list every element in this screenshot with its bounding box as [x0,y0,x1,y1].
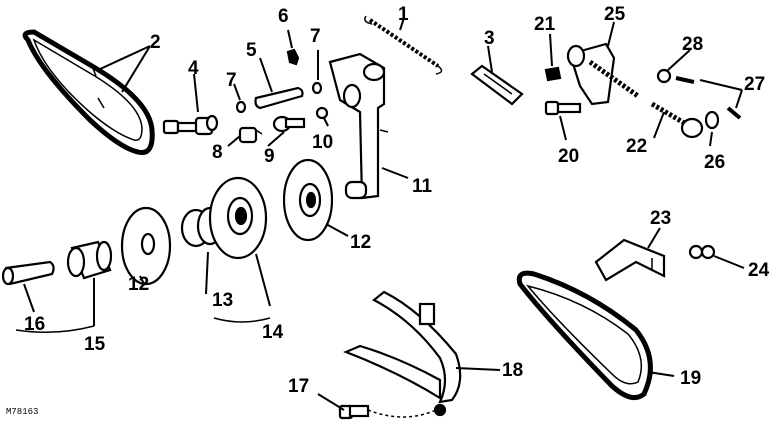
part-6-screw [286,48,300,66]
callout-1: 1 [398,4,409,25]
part-15-bushing [66,240,113,280]
image-code: M78163 [6,407,38,417]
callout-5: 5 [246,40,257,61]
part-23-bracket [594,238,666,282]
part-1-spring [364,15,443,75]
part-17-bolt [338,403,447,420]
part-2-v-belt [22,29,155,156]
callout-labels: 1 2 3 4 5 6 7 7 8 9 10 11 12 12 13 14 15… [24,4,770,397]
part-19-v-belt [516,270,653,401]
callout-22: 22 [626,136,647,157]
callout-24: 24 [748,260,770,281]
callout-17: 17 [288,376,309,397]
part-24-nuts [688,244,716,260]
callout-25: 25 [604,4,626,25]
callout-14: 14 [262,322,284,343]
callout-7-left: 7 [226,70,237,91]
part-7-washer-left [235,100,247,114]
callout-18: 18 [502,360,523,381]
callout-11: 11 [412,176,433,197]
callout-9: 9 [264,146,275,167]
part-28-washer [656,68,672,84]
part-4-bolt [162,114,219,136]
callout-4: 4 [188,58,199,79]
part-5-pin [254,86,304,110]
part-26-washer [704,110,720,130]
callout-3: 3 [484,28,495,49]
part-20-bolt [544,100,582,116]
callout-16: 16 [24,314,45,335]
callout-2: 2 [150,32,161,53]
part-14-pulley-half [208,176,268,260]
callout-27: 27 [744,74,765,95]
callout-21: 21 [534,14,556,35]
part-8-nut [238,126,263,144]
callout-13: 13 [212,290,233,311]
part-25-bracket [566,42,640,106]
callout-12-right: 12 [350,232,371,253]
part-16-shaft [1,260,55,286]
part-9-bolt [272,115,306,133]
callout-26: 26 [704,152,725,173]
part-7-washer-right [311,81,323,95]
callout-10: 10 [312,132,333,153]
part-22-eye-bolt [650,101,704,139]
callout-8: 8 [212,142,223,163]
callout-23: 23 [650,208,671,229]
part-11-idler-arm [328,52,389,200]
part-3-plate [470,64,524,106]
part-27-pin-upper [675,76,695,84]
part-12-pulley-half-right [282,158,334,242]
callout-19: 19 [680,368,701,389]
part-18-belt-guide [343,290,462,404]
callout-20: 20 [558,146,579,167]
part-10-nut [315,106,329,120]
part-21-nut [544,66,562,82]
callout-6: 6 [278,6,289,27]
callout-7-right: 7 [310,26,321,47]
callout-28: 28 [682,34,703,55]
part-27-pin-lower [726,106,742,120]
leader-lines [15,17,745,411]
part-12-pulley-half-left [120,206,172,286]
callout-15: 15 [84,334,106,355]
callout-12-left: 12 [128,274,149,295]
